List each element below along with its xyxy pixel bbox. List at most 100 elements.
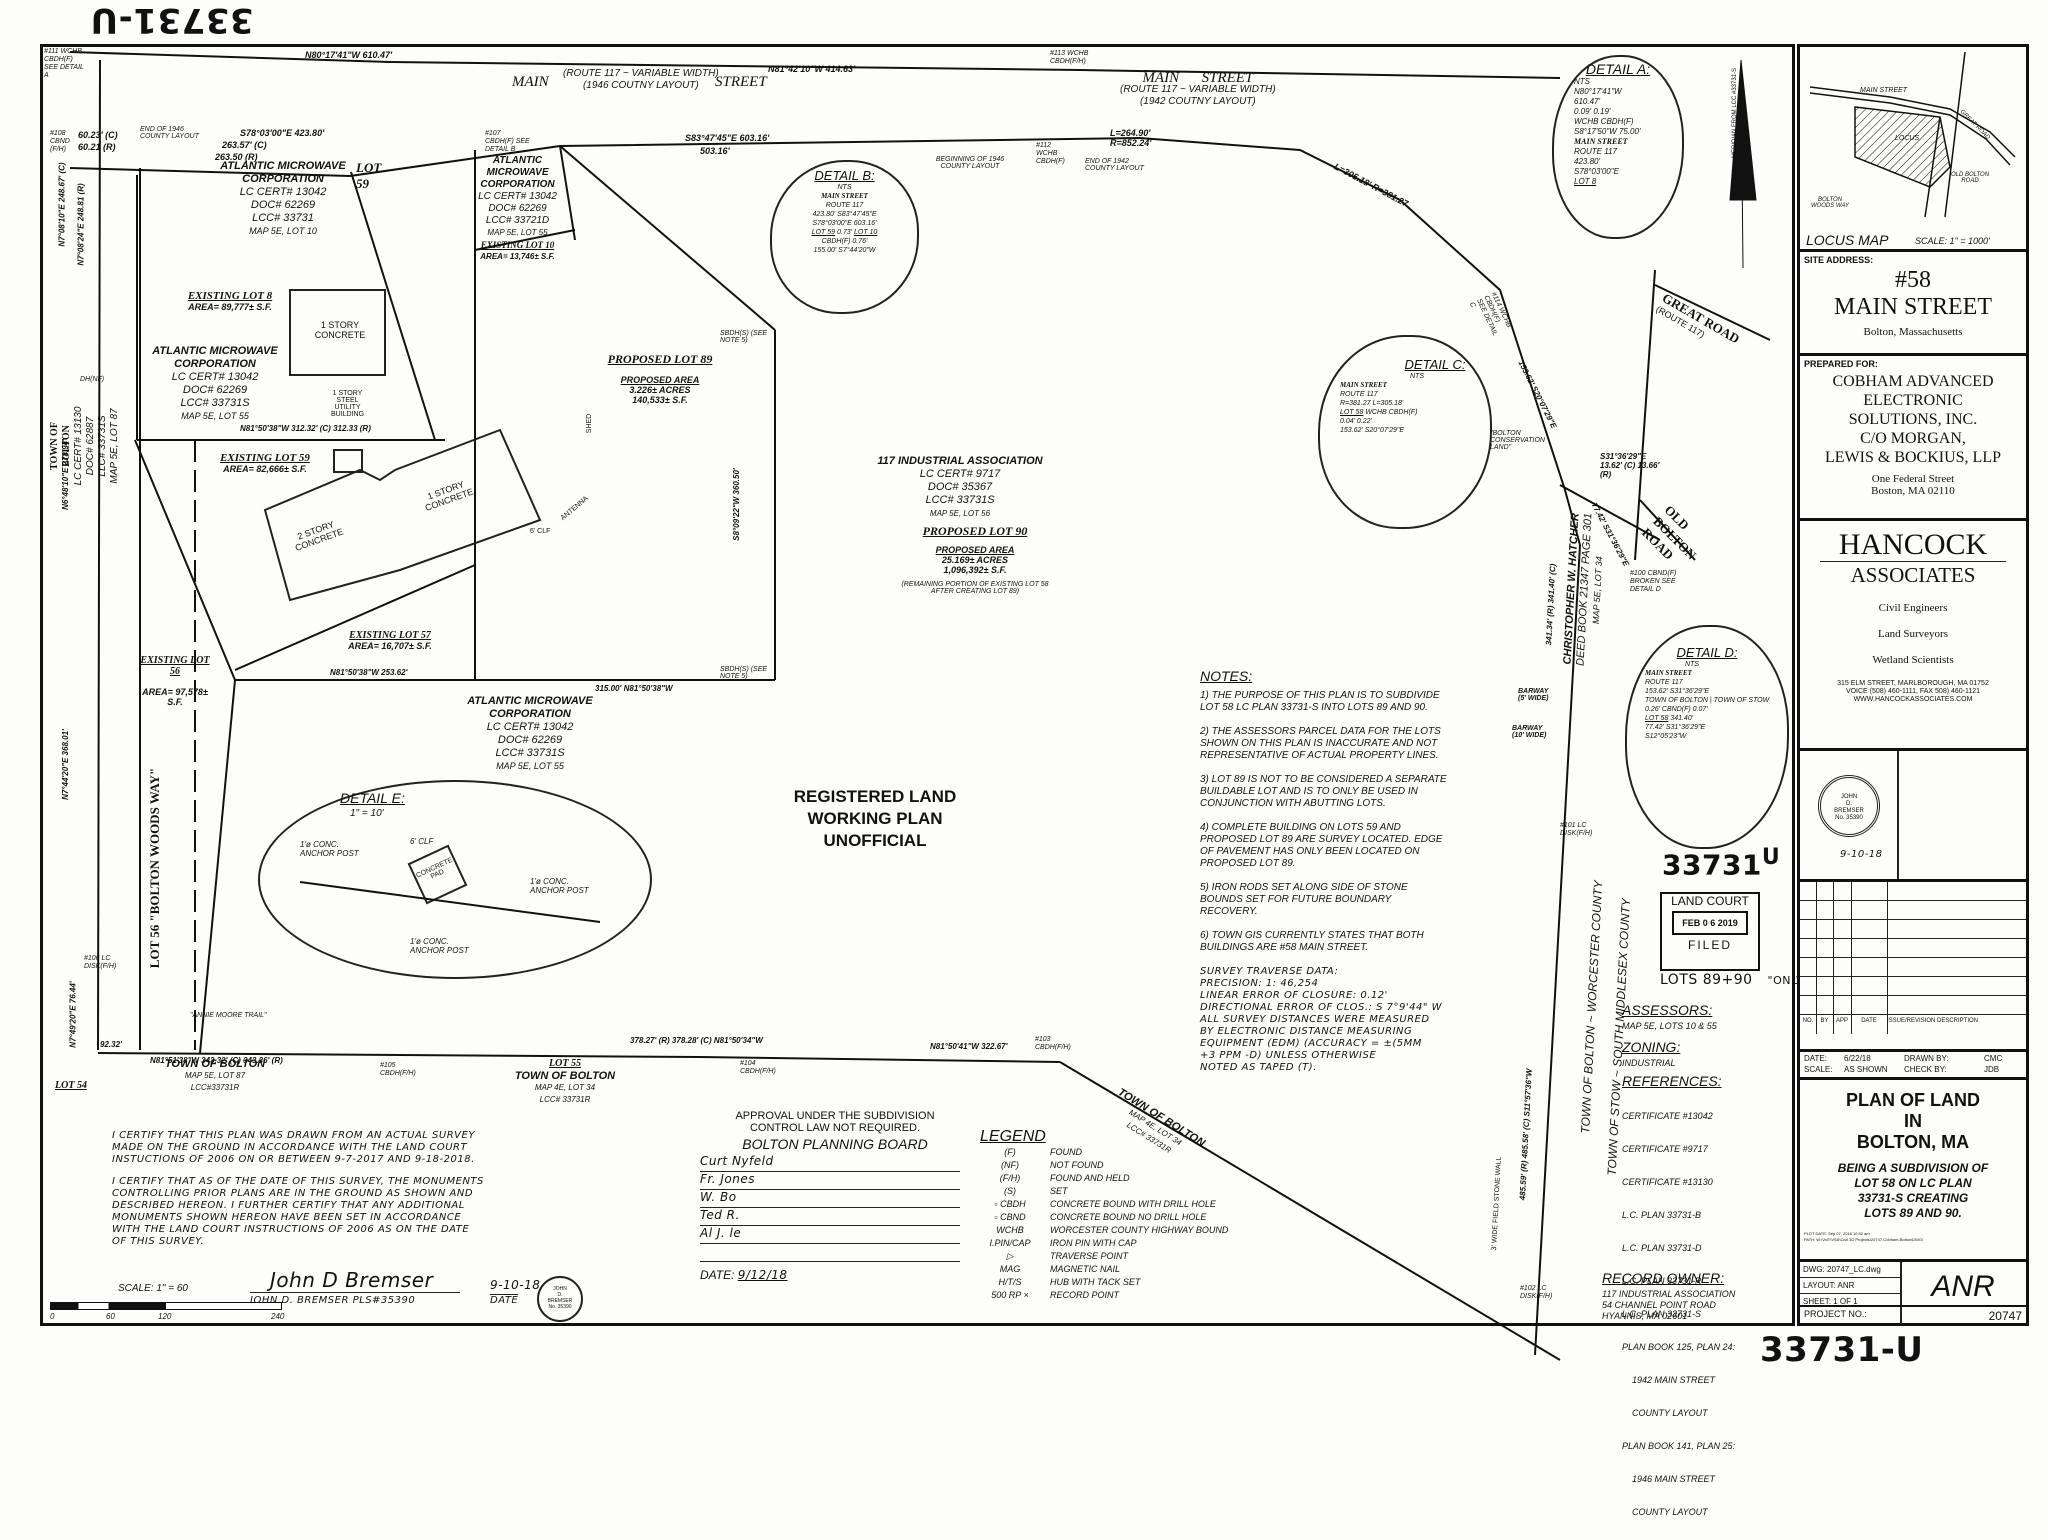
client-line: SOLUTIONS, INC. (1848, 411, 1978, 428)
owner-map: MAP 5E, LOT 87 (109, 408, 120, 484)
note-bolton-conservation: "BOLTON CONSERVATION LAND" (1490, 430, 1545, 451)
surveyor-signature: John D Bremser (270, 1268, 434, 1292)
lot89-acres: 3.226± ACRES (629, 385, 691, 395)
monument-label: WCHB CBDH(F/H) (1050, 50, 1089, 65)
detail-b-d3: 155.00' (813, 247, 837, 254)
lot54-label: LOT 54 (55, 1080, 87, 1091)
owner-doc: DOC# 35367 (927, 481, 993, 493)
planning-board-approval: APPROVAL UNDER THE SUBDIVISION CONTROL L… (700, 1110, 970, 1282)
plan-subtitle-line: LOTS 89 AND 90. (1864, 1206, 1962, 1220)
plot-date: PLOT DATE: Sep 07, 2018 10:32 am (1804, 1231, 1870, 1236)
detail-c-r: R=381.27 (1340, 400, 1371, 407)
bearing-lot90-west: S8°09'22"W 360.50' (731, 468, 741, 541)
legend-key: I.PIN/CAP (989, 1238, 1031, 1248)
legend-key: MAG (999, 1264, 1021, 1274)
bearing-west-4: N7°44'20"E 368.01' (60, 729, 70, 800)
planning-board-title: BOLTON PLANNING BOARD (742, 1136, 928, 1152)
detail-e-cloud: DETAIL E: 1" = 10' 1'ø CONC. ANCHOR POST… (258, 780, 652, 979)
locus-title: LOCUS MAP (1806, 232, 1889, 248)
traverse-line: ALL SURVEY DISTANCES WERE MEASURED (1200, 1014, 1430, 1025)
reference-item: PLAN BOOK 125, PLAN 24: (1622, 1342, 1736, 1352)
detail-c-mon: WCHB CBDH(F) (1365, 409, 1418, 416)
detail-e-clf: 6' CLF (410, 837, 434, 846)
record-owner-line: 117 INDUSTRIAL ASSOCIATION (1602, 1289, 1736, 1299)
cert-line: OF THIS SURVEY. (112, 1236, 205, 1247)
client-line: COBHAM ADVANCED (1832, 373, 1994, 390)
lot59-title: EXISTING LOT 59 (220, 452, 310, 464)
land-court-title: LAND COURT (1671, 894, 1749, 908)
scale-tick-0: 0 (50, 1312, 55, 1321)
monument-label: CBND (F/H) (50, 138, 70, 153)
monument-106: #106 LC DISK(F/H) (84, 955, 134, 971)
legend-value: FOUND (1050, 1147, 1082, 1157)
detail-c-scale: NTS (1410, 373, 1424, 380)
detail-a-cloud: DETAIL A: NTS N80°17'41"W 610.47' 0.09' … (1552, 55, 1684, 239)
note-annie-moore: "ANNIE MOORE TRAIL" (190, 1012, 267, 1019)
seal-line: JOHN (1840, 794, 1858, 800)
monument-label: WCHB CBDH(F) (1036, 150, 1065, 165)
layout-name: LAYOUT: ANR (1800, 1278, 1900, 1294)
legend-row: (F/H)FOUND AND HELD (970, 1172, 1240, 1185)
reference-item: 1942 MAIN STREET (1622, 1375, 1716, 1385)
reference-item: L.C. PLAN 33731-B (1622, 1210, 1702, 1220)
legend-row: (F)FOUND (970, 1146, 1240, 1159)
note-5: 5) IRON RODS SET ALONG SIDE OF STONE BOU… (1200, 882, 1408, 917)
bearing-corner-c: 60.23' (C) (78, 130, 118, 140)
plan-title-line: IN (1904, 1111, 1922, 1131)
seal-line: BREMSER (1834, 808, 1864, 814)
approval-line1: APPROVAL UNDER THE SUBDIVISION (735, 1110, 935, 1122)
project-label: PROJECT NO.: (1804, 1309, 1867, 1319)
owner-block-lot55-mid: ATLANTIC MICROWAVE CORPORATION LC CERT# … (470, 155, 565, 263)
owner-map: MAP 5E, LOT 10 (249, 226, 317, 236)
detail-b-route: ROUTE 117 (825, 202, 864, 209)
legend-title: LEGEND (980, 1128, 1046, 1145)
detail-d-b1: S31°36'29"E (1669, 688, 1710, 695)
monument-101: #101 LC DISK(F/H) (1560, 822, 1605, 838)
traverse-line: NOTED AS TAPED (T). (1200, 1062, 1317, 1073)
owner-lcc: LLC# 33731S (97, 415, 108, 477)
bearing-west-2: N7°08'24"E 248.81 (R) (76, 183, 86, 266)
traverse-point-icon: ▷ (1006, 1251, 1014, 1261)
cert-line: INSTUCTIONS OF 2006 ON OR BETWEEN 9-7-20… (112, 1154, 475, 1165)
monument-id: #107 (485, 130, 501, 137)
bearing-west-6: 92.32' (100, 1040, 122, 1049)
legend-key: (NF) (1001, 1160, 1019, 1170)
owner-map: MAP 5E, LOT 55 (487, 228, 548, 237)
note-1: 1) THE PURPOSE OF THIS PLAN IS TO SUBDIV… (1200, 690, 1440, 713)
lot10-title: EXISTING LOT 10 (480, 240, 555, 250)
detail-b-o1: 0.76' (852, 238, 868, 245)
scale-tick-240: 240 (271, 1312, 285, 1321)
handwritten-suffix: U (1761, 845, 1781, 870)
detail-e-post1: 1'ø CONC. ANCHOR POST (300, 840, 359, 858)
lot57-area: AREA= 16,707± S.F. (348, 641, 432, 651)
detail-b-title: DETAIL B: (814, 168, 875, 183)
detail-a-title: DETAIL A: (1585, 61, 1651, 77)
owner-name: ATLANTIC MICROWAVE CORPORATION (467, 695, 593, 720)
firm-phone: VOICE (508) 460-1111, FAX 508) 460-1121 (1845, 688, 1981, 695)
cert-line: MONUMENTS SHOWN HEREON HAVE BEEN SET IN … (112, 1212, 462, 1223)
detail-a-scale: NTS (1574, 77, 1590, 86)
bearing-top-mid: N81°42'10"W 414.63' (768, 64, 856, 74)
dwg-cell: DWG: 20747_LC.dwg LAYOUT: ANR SHEET: 1 O… (1800, 1262, 2026, 1324)
lot90-title: PROPOSED LOT 90 (922, 524, 1028, 538)
lot8-title: EXISTING LOT 8 (187, 290, 273, 302)
notes-section: NOTES: 1) THE PURPOSE OF THIS PLAN IS TO… (1200, 668, 1450, 1074)
firm-name-2: ASSOCIATES (1850, 563, 1976, 587)
detail-d-d2: 341.40' (1670, 715, 1694, 722)
owner-doc: DOC# 62269 (182, 384, 248, 396)
detail-c-lot: LOT 58 (1340, 409, 1364, 416)
registered-land-stamp: REGISTERED LAND WORKING PLAN UNOFFICIAL (790, 786, 960, 852)
scale-label-tb: SCALE: (1804, 1065, 1833, 1074)
detail-c-b: S20°07'29"E (1364, 427, 1405, 434)
bearing-lot57: N81°50'38"W 253.62' (330, 668, 408, 677)
legend-key: (S) (1004, 1186, 1016, 1196)
legend-value: MAGNETIC NAIL (1050, 1264, 1121, 1274)
detail-a-d2: 75.00' (1618, 127, 1641, 136)
detail-d-scale: NTS (1685, 661, 1699, 668)
client-address-2: Boston, MA 02110 (1871, 485, 1955, 497)
record-owner-section: RECORD OWNER: 117 INDUSTRIAL ASSOCIATION… (1602, 1270, 1782, 1322)
revision-table: NO. BY APP DATE ISSUE/REVISION DESCRIPTI… (1800, 882, 2026, 1052)
seal-date: 9-10-18 (1840, 849, 1883, 860)
firm-service: Land Surveyors (1878, 628, 1948, 640)
monument-111: #111 WCHB CBDH(F) SEE DETAIL A (44, 48, 84, 80)
